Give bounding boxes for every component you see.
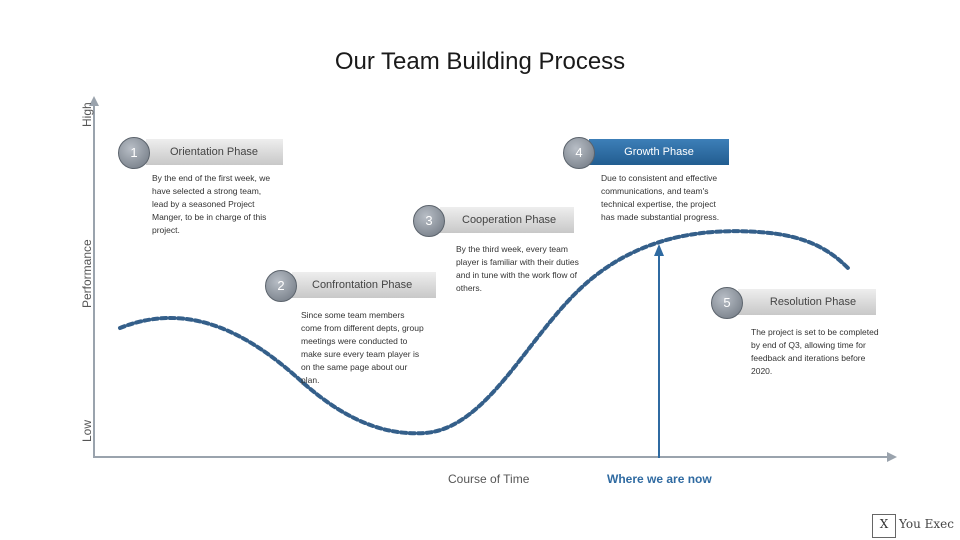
x-axis-label: Course of Time [448, 472, 530, 486]
phase-1-number: 1 [118, 137, 150, 169]
phase-3-number: 3 [413, 205, 445, 237]
phase-2-bar: Confrontation Phase [292, 272, 436, 298]
y-axis [93, 100, 95, 457]
logo-text: You Exec [899, 517, 954, 531]
phase-5-number: 5 [711, 287, 743, 319]
phase-4-bar: Growth Phase [589, 139, 729, 165]
now-marker-arrowhead [654, 244, 664, 256]
page-title: Our Team Building Process [334, 48, 626, 75]
now-marker-label: Where we are now [607, 472, 712, 486]
phase-4-number: 4 [563, 137, 595, 169]
logo-mark: X [872, 514, 896, 538]
phase-5-bar: Resolution Phase [738, 289, 876, 315]
x-axis [93, 456, 893, 458]
phase-1-bar: Orientation Phase [146, 139, 283, 165]
phase-3-bar: Cooperation Phase [440, 207, 574, 233]
phase-2-number: 2 [265, 270, 297, 302]
performance-curve [118, 229, 852, 436]
